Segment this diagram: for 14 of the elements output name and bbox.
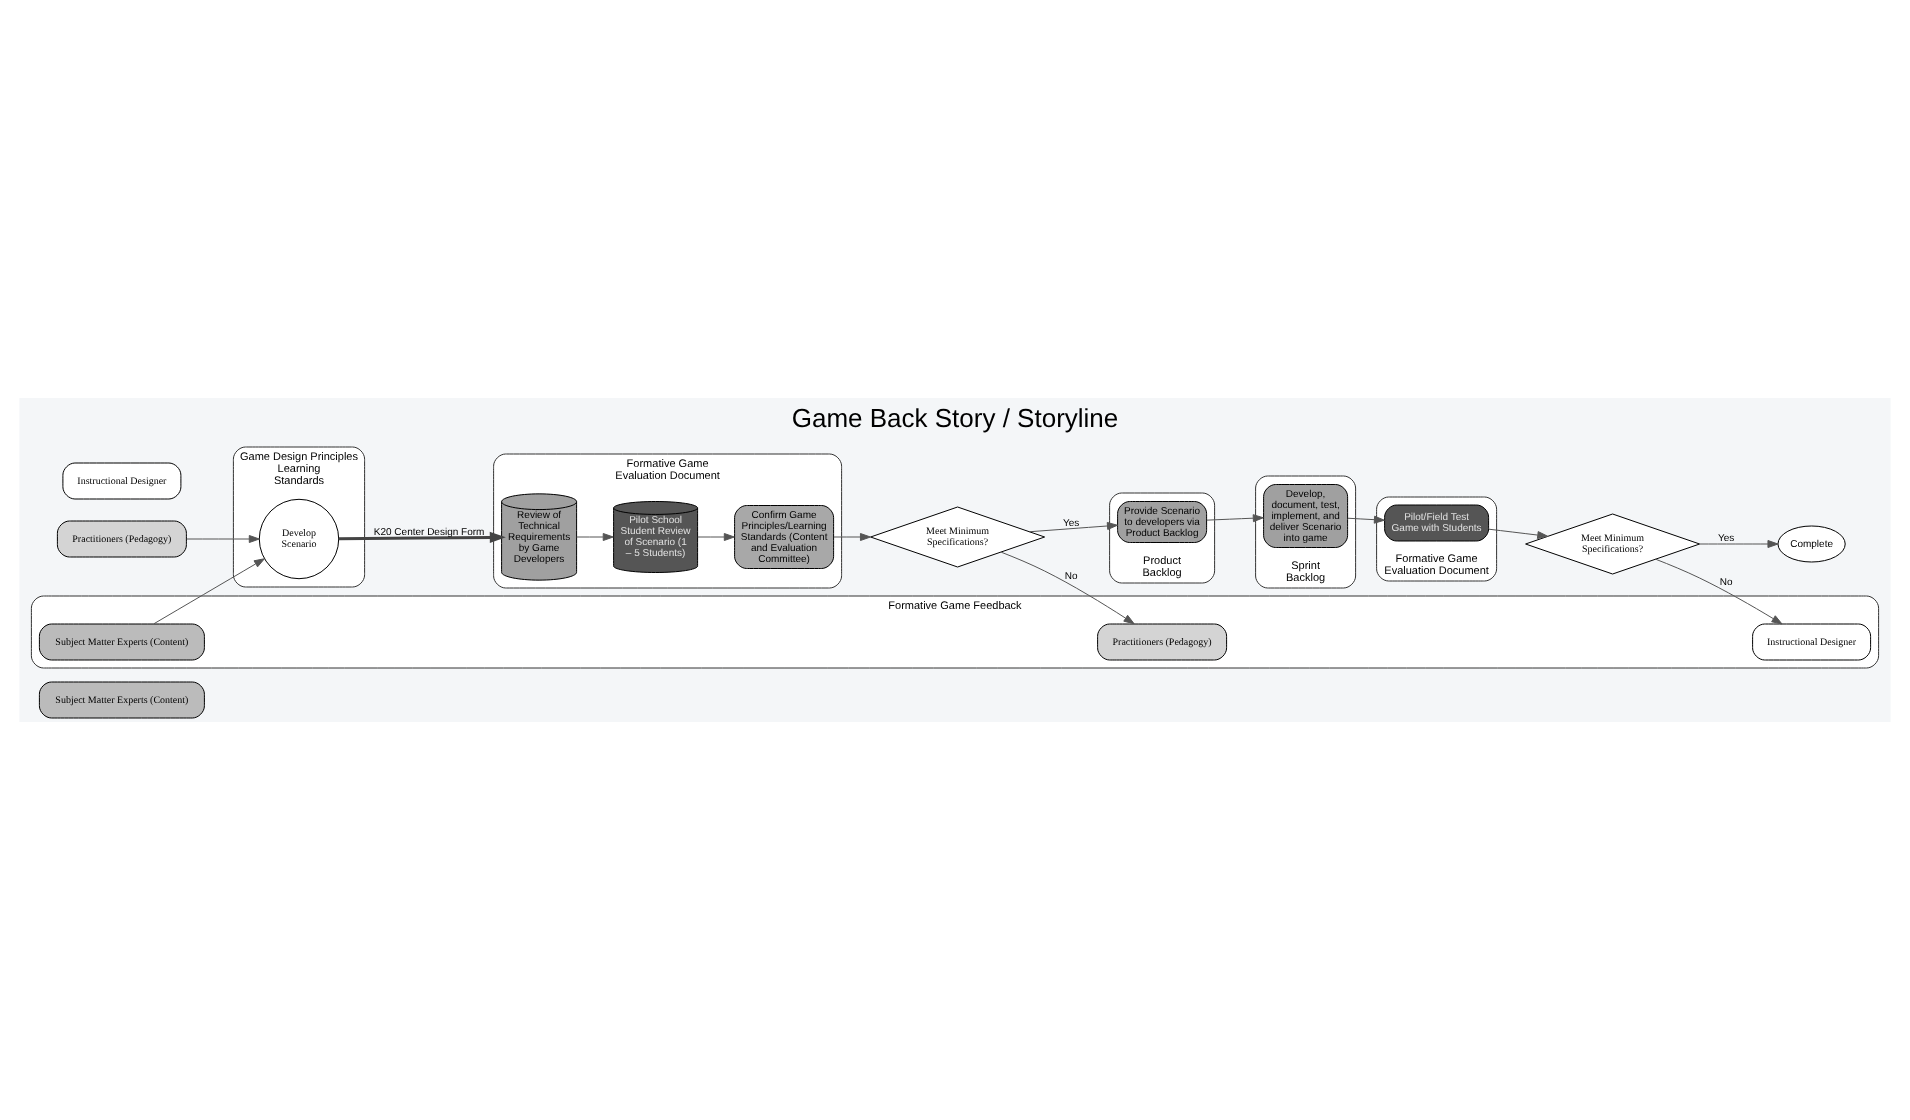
- arrow: [1655, 558, 1783, 625]
- arrow: [1028, 522, 1118, 533]
- arrow: [1347, 515, 1385, 524]
- arrow: [1699, 540, 1779, 548]
- arrow: [153, 558, 265, 625]
- arrow: [338, 531, 506, 543]
- arrow: [697, 533, 735, 541]
- arrow: [576, 533, 614, 541]
- diagram-title: Game Back Story / Storyline: [791, 402, 1119, 433]
- arrow: [1000, 551, 1135, 625]
- arrow: [186, 535, 260, 543]
- arrow: [1488, 528, 1549, 540]
- arrow: [1206, 514, 1264, 523]
- arrow: [833, 533, 871, 541]
